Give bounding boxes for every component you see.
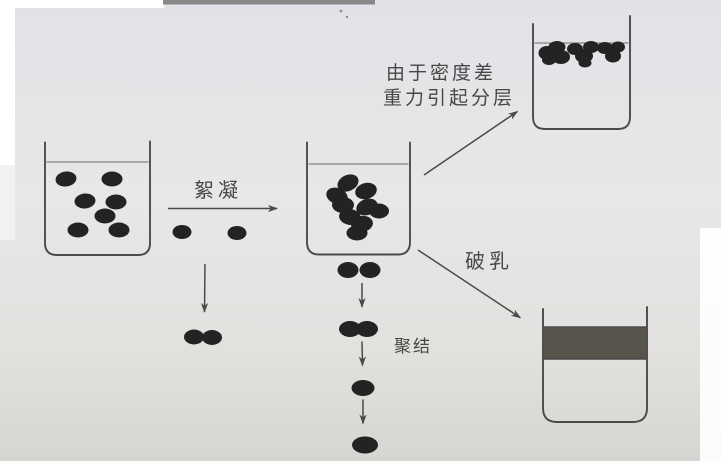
large-coalesced-droplet <box>352 436 378 454</box>
paper-speck <box>345 15 349 19</box>
flocculation-label: 絮凝 <box>194 179 242 202</box>
flocculation-down-arrow <box>200 263 209 313</box>
initial-emulsion-beaker <box>44 140 151 256</box>
stratification-label-line2: 重力引起分层 <box>383 87 515 109</box>
photo-border-left-fade <box>0 165 15 240</box>
coalescence-label: 聚结 <box>394 337 432 356</box>
photo-border-right <box>700 228 721 461</box>
demulsification-arrow <box>417 249 522 319</box>
photo-border-left <box>0 0 15 165</box>
flocculated-emulsion-beaker <box>306 141 411 256</box>
stratification-label-line1: 由于密度差 <box>386 62 496 84</box>
coalescence-arrow-2 <box>358 341 366 367</box>
coalescence-chain <box>337 262 381 454</box>
photo-border-bottom <box>0 461 721 469</box>
flocculated-doublet <box>184 329 222 345</box>
photo-edge-strip <box>163 0 375 5</box>
creamed-emulsion-beaker <box>532 15 631 130</box>
flocculated-droplet-cluster <box>326 174 389 241</box>
droplet-doublet-merging <box>339 321 378 337</box>
beaker-outline <box>532 15 631 130</box>
beaker-outline <box>542 306 648 423</box>
separated-oil-band <box>543 327 647 359</box>
dispersed-droplets <box>55 171 130 238</box>
stratification-arrow <box>423 110 519 176</box>
demulsification-label: 破乳 <box>465 250 513 273</box>
beaker-outline <box>306 141 411 256</box>
creamed-droplet-clumps <box>538 41 625 68</box>
droplet-doublet-touching <box>337 262 381 278</box>
two-free-droplets <box>172 225 247 240</box>
separated-phase-beaker <box>542 306 648 423</box>
coalesced-droplet <box>351 380 375 396</box>
beaker-outline <box>44 140 151 256</box>
paper-speck <box>339 9 343 13</box>
photo-border-top-left <box>0 0 164 8</box>
